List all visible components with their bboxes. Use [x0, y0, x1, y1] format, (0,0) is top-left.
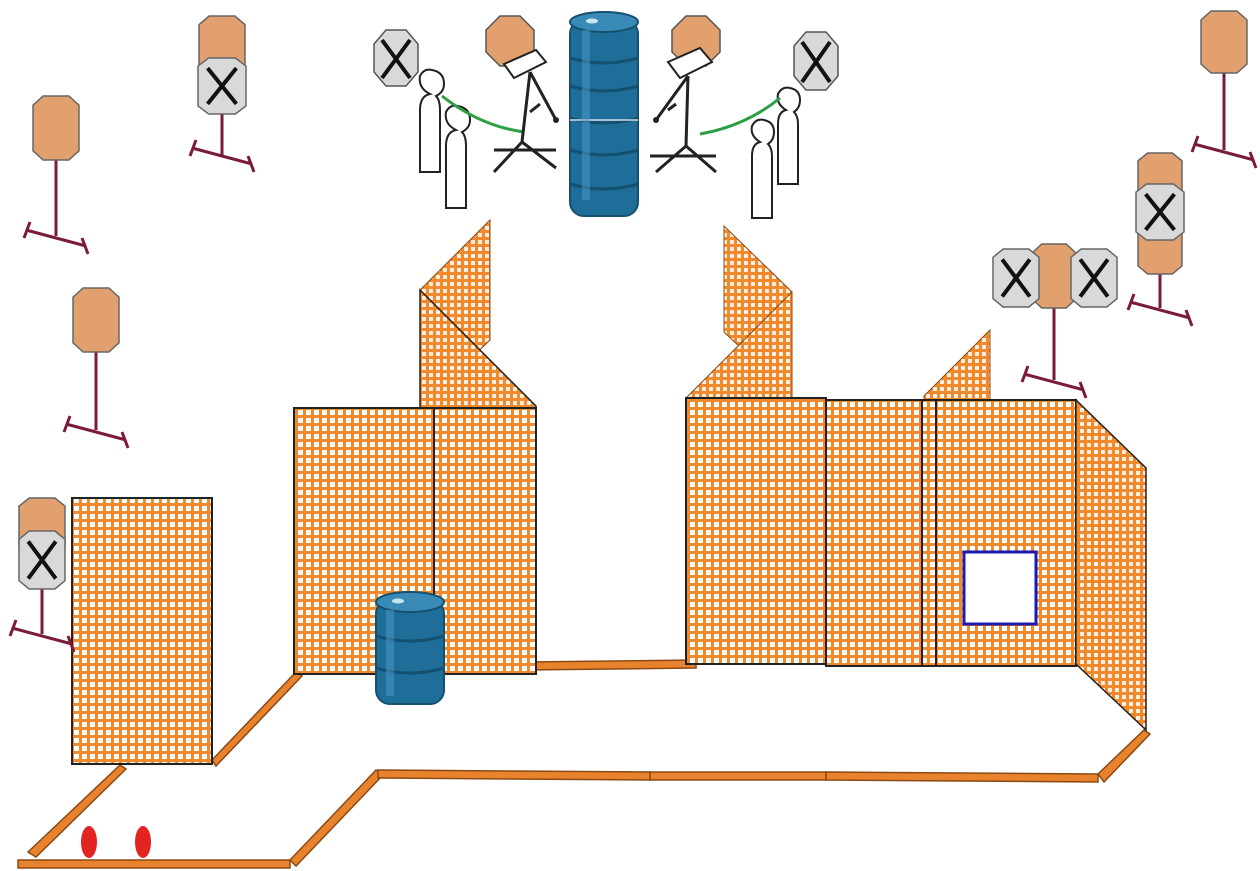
target-stand-base	[22, 221, 90, 255]
wall-right-panel-c	[921, 399, 937, 667]
paper-target-icon	[32, 95, 80, 161]
start-marker-icon	[81, 826, 97, 858]
paper-target-icon	[1200, 10, 1248, 74]
no-shoot-target-icon	[793, 31, 839, 91]
target-stand-base	[62, 415, 130, 449]
start-marker-icon	[135, 826, 151, 858]
target-stand-base	[8, 619, 76, 653]
wall-right-panel-a	[685, 397, 827, 665]
no-shoot-x-mark	[206, 66, 238, 106]
fault-line-diagonal-mid	[288, 769, 386, 868]
fault-line-left-diagonal	[26, 764, 128, 858]
paper-targets	[8, 10, 1258, 653]
barrels	[375, 11, 639, 705]
fault-line-left-bay-diagonal	[211, 671, 304, 768]
no-shoot-x-mark	[26, 540, 58, 580]
target-stand-base	[188, 139, 256, 173]
fault-line-center-gap	[523, 659, 697, 671]
target-stand-base	[1126, 293, 1194, 327]
steel-activator-line-right	[699, 96, 781, 136]
fault-lines	[17, 659, 1152, 869]
no-shoot-target-icon	[373, 29, 419, 87]
barrel-icon	[375, 591, 445, 705]
swinger-targets	[485, 15, 721, 174]
wall-center-left-panel-b	[433, 407, 537, 675]
swinger-target-left-icon	[485, 15, 559, 174]
no-shoot-x-mark	[1078, 258, 1110, 298]
fault-line-right-diagonal	[1097, 729, 1152, 784]
wall-left-panel	[71, 497, 213, 765]
paper-target-icon	[72, 287, 120, 353]
wall-right-panel-b	[825, 399, 923, 667]
target-stand-base	[1020, 365, 1088, 399]
fault-line-back-3	[825, 771, 1099, 783]
fault-line-back-1	[377, 769, 651, 781]
barrel-stack-icon	[569, 11, 639, 217]
no-shoot-targets-top	[373, 29, 839, 91]
steel-popper-icon	[444, 104, 472, 209]
steel-popper-icon	[750, 118, 776, 219]
steel-activator-line-left	[441, 94, 525, 134]
wall-right-end-angled	[1075, 398, 1147, 732]
wall-right-panel-d	[935, 399, 1077, 667]
target-stand-base	[1190, 135, 1258, 169]
shooting-port	[962, 550, 1038, 626]
steel-popper-icon	[418, 68, 446, 173]
fault-line-back-2	[649, 771, 827, 781]
swinger-target-right-icon	[650, 15, 721, 174]
steel-popper-icon	[776, 86, 802, 185]
no-shoot-x-mark	[1000, 258, 1032, 298]
no-shoot-x-mark	[1144, 192, 1176, 232]
fault-line-front	[17, 859, 291, 869]
walls	[71, 218, 1147, 765]
start-markers	[81, 826, 151, 858]
steel-targets	[418, 68, 802, 219]
